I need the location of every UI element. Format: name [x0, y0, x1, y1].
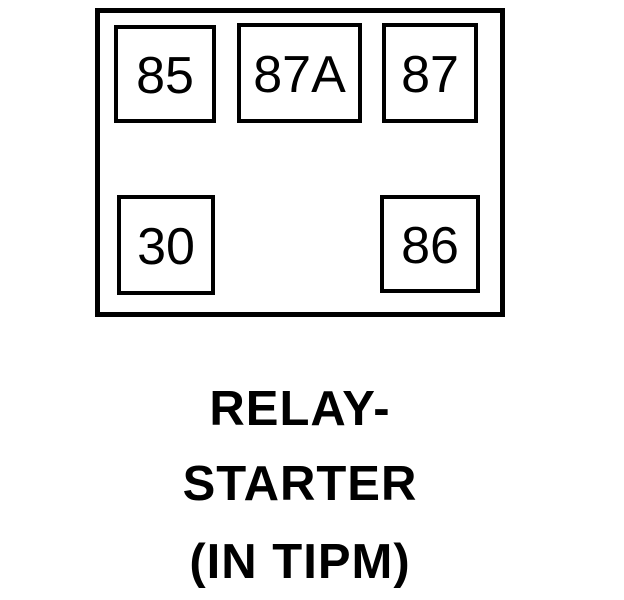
relay-pin-30-label: 30 — [137, 218, 195, 276]
relay-pin-87: 87 — [382, 23, 478, 123]
relay-pin-30: 30 — [117, 195, 215, 295]
caption-line-in-tipm: (IN TIPM) — [189, 535, 411, 589]
relay-pin-85-label: 85 — [136, 47, 194, 105]
relay-pin-87-label: 87 — [401, 46, 459, 104]
caption-line-starter: STARTER — [182, 457, 418, 511]
relay-pin-86-label: 86 — [401, 217, 459, 275]
caption-line-relay: RELAY- — [209, 382, 391, 436]
relay-pin-87a: 87A — [237, 23, 362, 123]
relay-pin-87a-label: 87A — [253, 46, 346, 104]
relay-pin-86: 86 — [380, 195, 480, 293]
relay-pin-85: 85 — [114, 25, 216, 123]
